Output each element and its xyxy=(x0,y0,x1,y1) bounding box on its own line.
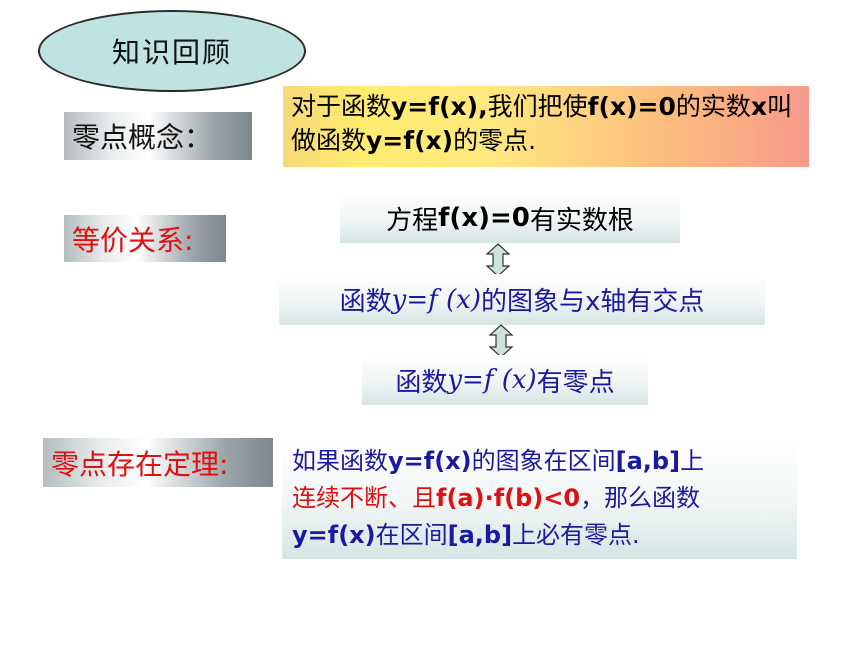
title-oval: 知识回顾 xyxy=(38,10,306,92)
eq2-suffix: 的图象与x轴有交点 xyxy=(480,287,705,317)
eq2-math: y=f (x) xyxy=(391,284,481,315)
label-equivalence-text: 等价关系: xyxy=(72,223,194,257)
eq3-suffix: 有零点 xyxy=(536,367,615,398)
thm-highlight-2: f(a)·f(b)<0 xyxy=(436,484,581,512)
double-arrow-icon xyxy=(488,324,514,358)
eq3-prefix: 函数 xyxy=(395,367,448,398)
page-title: 知识回顾 xyxy=(111,36,232,69)
eq1-suffix: 有实数根 xyxy=(529,205,634,236)
def-text-5: 的零点. xyxy=(453,126,537,155)
def-text-4: 叫做函数 xyxy=(291,92,793,155)
def-math-4: y=f(x) xyxy=(366,126,454,155)
def-text-1: 对于函数 xyxy=(291,92,392,121)
label-zero-concept-text: 零点概念： xyxy=(72,121,213,154)
def-math-1: y=f(x), xyxy=(391,92,488,121)
thm-text-1: 如果函数 xyxy=(292,447,388,475)
thm-text-6: 上必有零点. xyxy=(512,521,640,549)
thm-highlight-1: 连续不断、且 xyxy=(292,484,436,512)
thm-text-5: 在区间 xyxy=(375,521,448,549)
eq1-math: f(x)=0 xyxy=(438,203,530,233)
definition-box: 对于函数y=f(x),我们把使f(x)=0的实数x叫做函数y=f(x)的零点. xyxy=(283,86,809,167)
label-existence-theorem: 零点存在定理: xyxy=(43,438,273,487)
thm-text-4: ，那么函数 xyxy=(580,484,701,512)
thm-text-3: 上 xyxy=(680,447,705,475)
double-arrow-icon xyxy=(485,243,511,277)
theorem-box: 如果函数y=f(x)的图象在区间[a,b]上 连续不断、且f(a)·f(b)<0… xyxy=(282,437,797,559)
label-existence-theorem-text: 零点存在定理: xyxy=(51,447,229,481)
label-equivalence: 等价关系: xyxy=(64,215,226,262)
thm-math-1: y=f(x) xyxy=(388,447,472,475)
eq3-math: y=f (x) xyxy=(447,365,537,395)
def-text-3: 的实数 xyxy=(675,92,751,121)
eq1-prefix: 方程 xyxy=(386,205,439,236)
thm-math-2: [a,b] xyxy=(615,447,681,475)
eq2-prefix: 函数 xyxy=(339,287,392,317)
def-math-3: x xyxy=(750,92,767,121)
thm-text-2: 的图象在区间 xyxy=(471,447,616,475)
def-text-2: 我们把使 xyxy=(487,92,588,121)
def-math-2: f(x)=0 xyxy=(587,92,676,121)
thm-math-3: y=f(x) xyxy=(292,521,376,549)
thm-math-4: [a,b] xyxy=(447,521,513,549)
label-zero-concept: 零点概念： xyxy=(64,112,252,160)
